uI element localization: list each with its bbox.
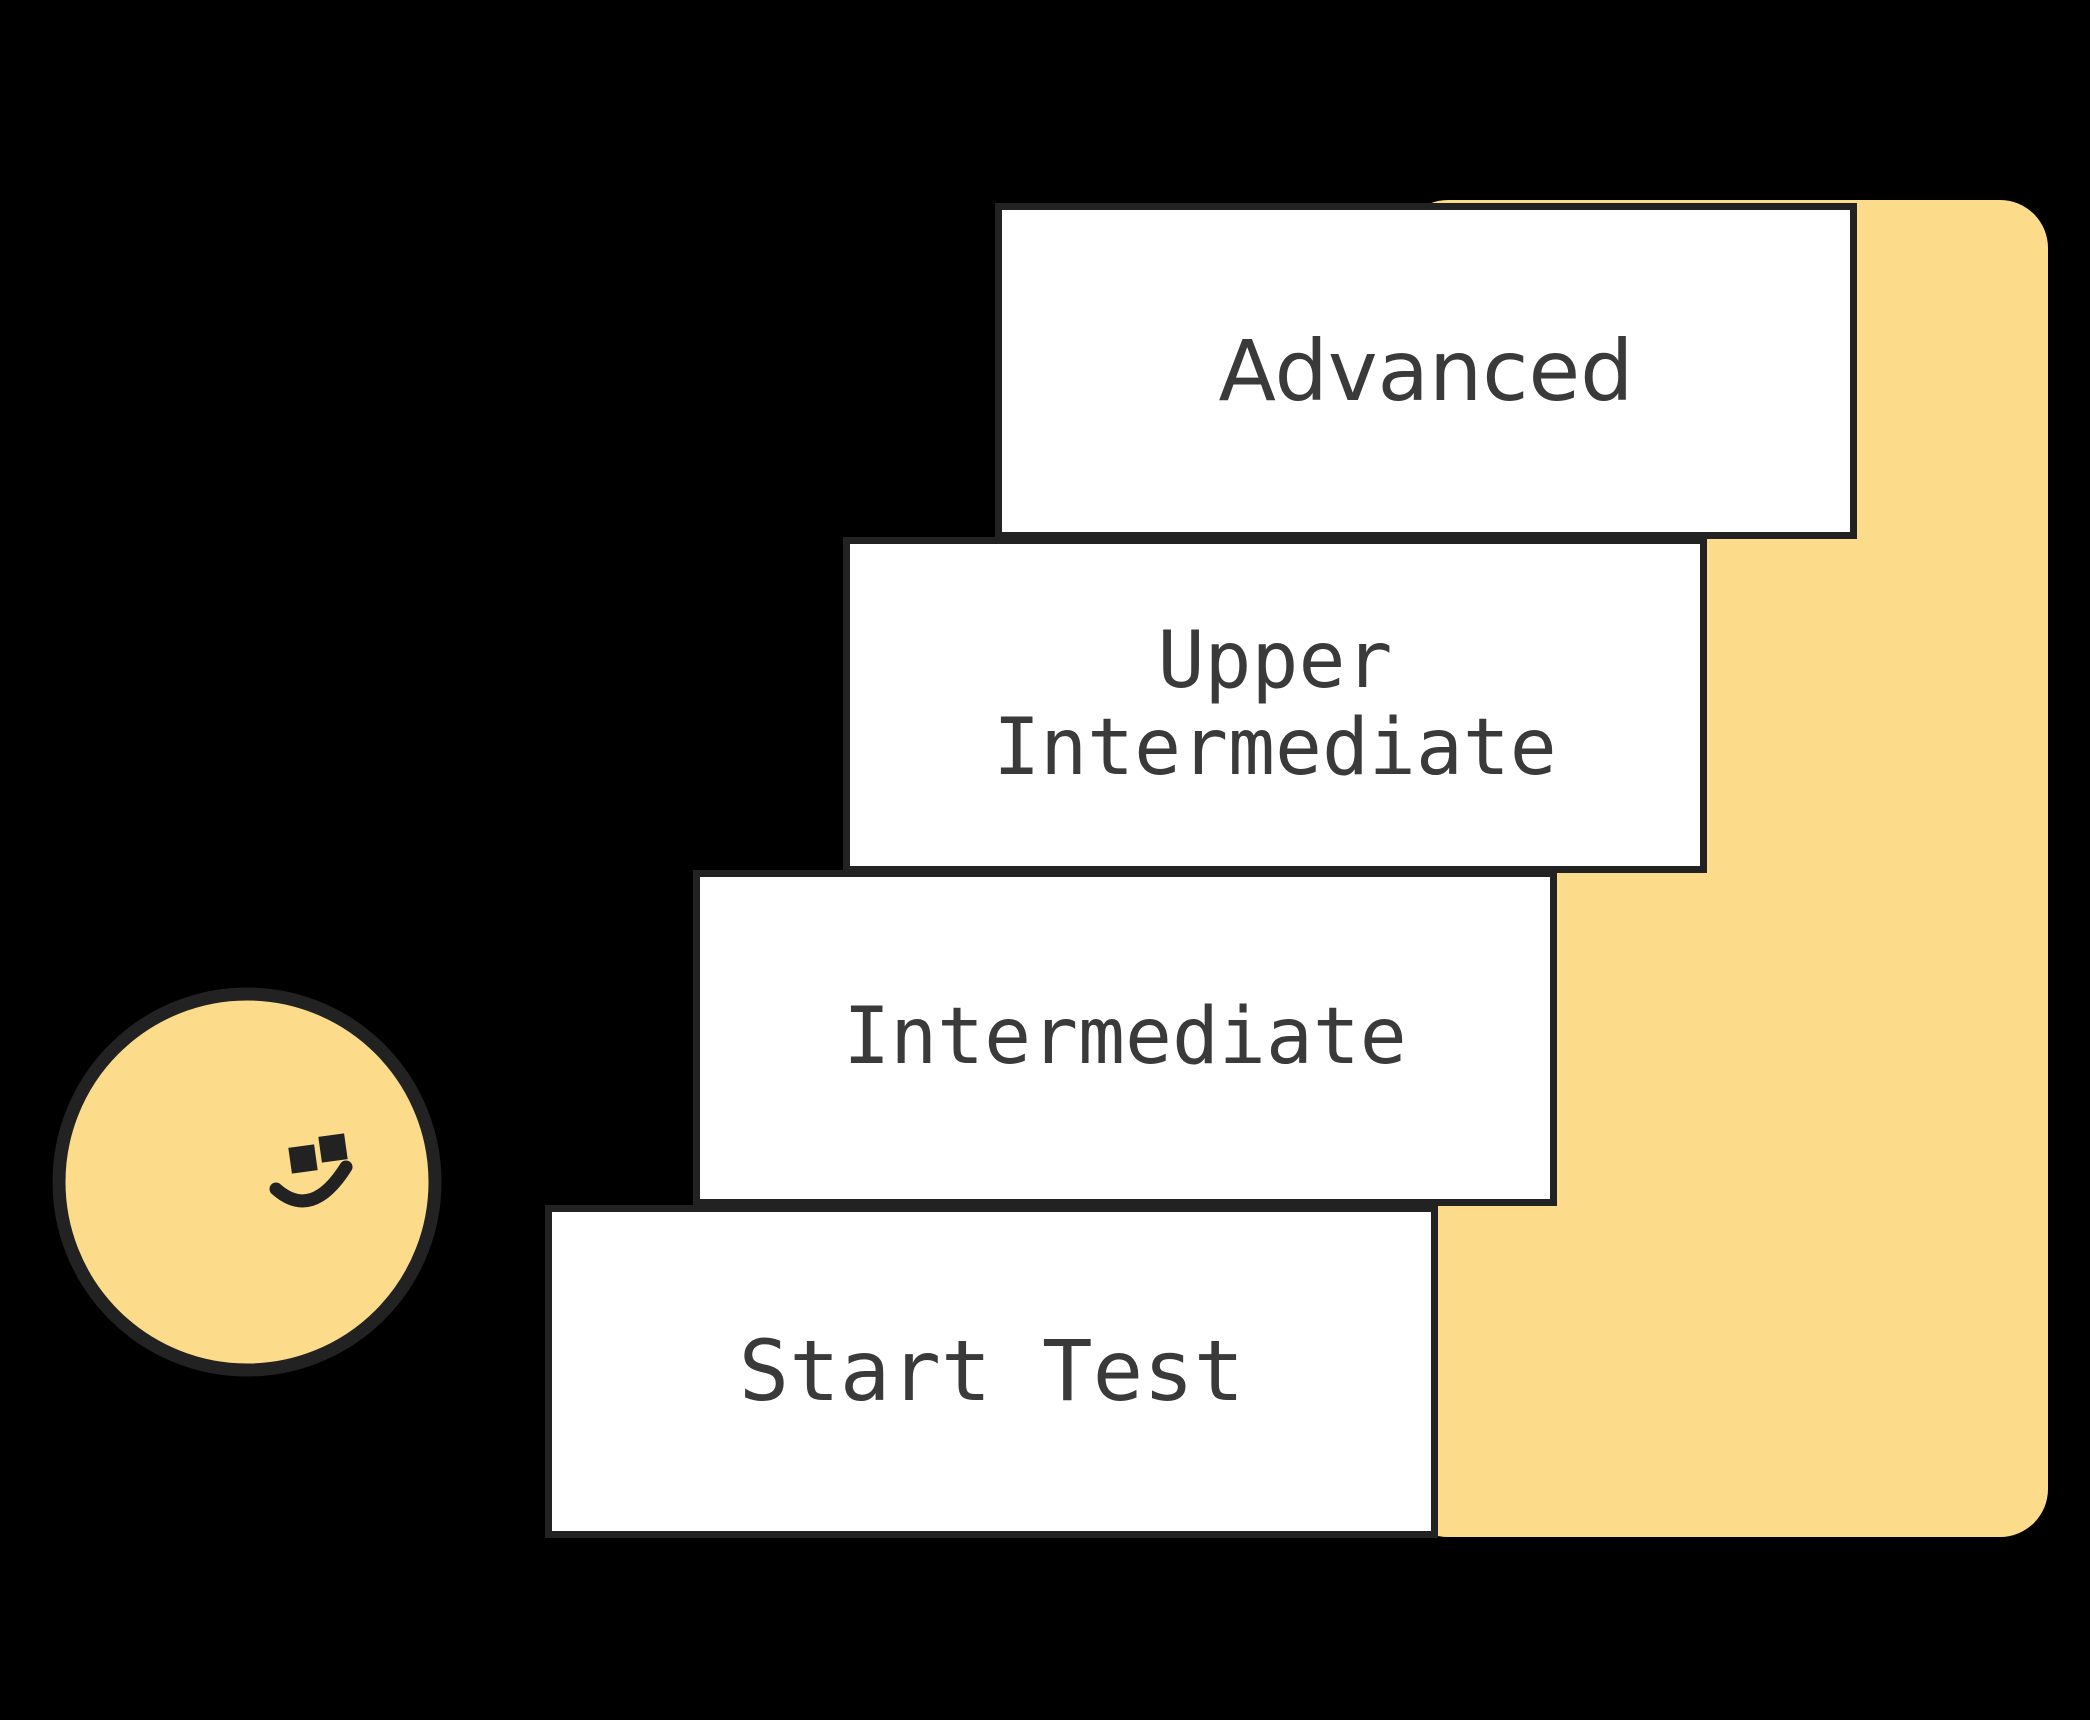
step-intermediate[interactable]: Intermediate: [693, 870, 1557, 1206]
step-advanced[interactable]: Advanced: [995, 203, 1857, 539]
avatar-eye-left: [288, 1144, 318, 1174]
step-start-test-label: Start Test: [738, 1322, 1245, 1421]
step-advanced-label: Advanced: [1218, 321, 1634, 420]
avatar-eye-right: [318, 1133, 348, 1163]
step-upper-intermediate[interactable]: Upper Intermediate: [843, 537, 1707, 873]
step-upper-intermediate-label: Upper Intermediate: [993, 615, 1557, 793]
avatar-face-circle: [52, 987, 442, 1377]
step-start-test[interactable]: Start Test: [545, 1205, 1438, 1538]
step-intermediate-label: Intermediate: [843, 992, 1407, 1083]
avatar-mouth-smile: [269, 1160, 353, 1208]
avatar[interactable]: [48, 983, 446, 1381]
